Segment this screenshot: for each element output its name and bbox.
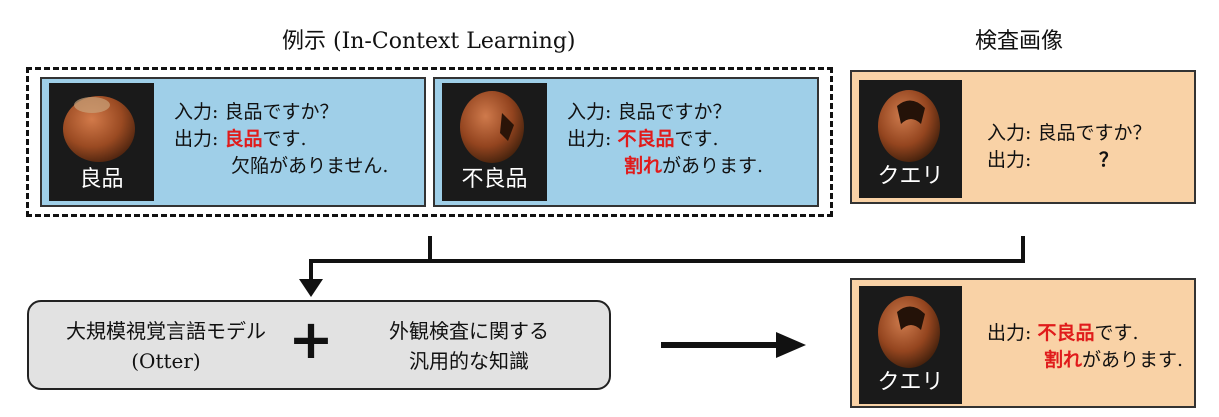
good-output-highlight: 良品 — [224, 128, 263, 150]
result-arrow-shaft — [661, 342, 779, 348]
query-output-text: 出力: — [987, 149, 1032, 171]
good-detail-text: 欠陥がありません. — [231, 155, 389, 177]
defect-output-prefix: 出力: — [567, 128, 618, 150]
examples-frame — [26, 67, 833, 217]
defect-detail-text: 割れがあります. — [624, 153, 763, 180]
query-input-text: 入力: 良品ですか？ — [987, 122, 1152, 144]
defect-output-text: 出力: 不良品です. — [567, 126, 719, 153]
connector-down — [309, 259, 313, 281]
query-answer-mark: ？ — [1099, 149, 1119, 171]
good-input-text: 入力: 良品ですか？ — [174, 101, 339, 123]
model-sub: (Otter) — [131, 349, 201, 373]
result-detail-suffix: があります. — [1082, 349, 1184, 371]
result-output-highlight: 不良品 — [1037, 322, 1095, 344]
defect-input-text: 入力: 良品ですか？ — [567, 101, 732, 123]
knowledge-line1: 外観検査に関する — [389, 319, 549, 343]
knowledge-line2: 汎用的な知識 — [409, 349, 529, 373]
model-name: 大規模視覚言語モデル — [66, 319, 266, 343]
good-output-text: 出力: 良品です. — [174, 126, 307, 153]
good-hazelnut-image: 良品 — [49, 83, 154, 201]
examples-title: 例示 (In-Context Learning) — [282, 29, 576, 54]
result-photo-label: クエリ — [877, 370, 944, 395]
result-output-text: 出力: 不良品です. — [987, 320, 1139, 347]
defect-output-suffix: です. — [674, 128, 719, 150]
defect-output-highlight: 不良品 — [617, 128, 675, 150]
connector-from-query — [1021, 236, 1025, 263]
defect-example-card: 不良品 入力: 良品ですか？ 出力: 不良品です. 割れがあります. — [433, 77, 819, 207]
result-output-prefix: 出力: — [987, 322, 1038, 344]
query-hazelnut-image: クエリ — [859, 80, 962, 198]
defect-detail-highlight: 割れ — [624, 155, 663, 177]
result-card: クエリ 出力: 不良品です. 割れがあります. — [850, 278, 1196, 408]
result-output-suffix: です. — [1094, 322, 1139, 344]
good-output-prefix: 出力: — [174, 128, 225, 150]
good-output-suffix: です. — [262, 128, 307, 150]
query-title: 検査画像 — [975, 29, 1064, 54]
query-photo-label: クエリ — [877, 164, 944, 189]
good-example-card: 良品 入力: 良品ですか？ 出力: 良品です. 欠陥がありません. — [40, 77, 426, 207]
model-box: 大規模視覚言語モデル (Otter) + 外観検査に関する 汎用的な知識 — [27, 300, 611, 390]
query-card: クエリ 入力: 良品ですか？ 出力: ？ — [850, 70, 1196, 204]
connector-from-examples — [428, 236, 432, 263]
good-photo-label: 良品 — [79, 167, 124, 192]
connector-arrowhead — [299, 279, 323, 297]
plus-sign: + — [288, 308, 334, 371]
result-hazelnut-image: クエリ — [859, 286, 962, 404]
connector-horizontal — [309, 259, 1025, 263]
result-arrowhead — [776, 332, 806, 358]
result-detail-text: 割れがあります. — [1044, 347, 1183, 374]
result-detail-highlight: 割れ — [1044, 349, 1083, 371]
defect-hazelnut-image: 不良品 — [442, 83, 547, 201]
defect-photo-label: 不良品 — [461, 167, 528, 192]
defect-detail-suffix: があります. — [662, 155, 764, 177]
